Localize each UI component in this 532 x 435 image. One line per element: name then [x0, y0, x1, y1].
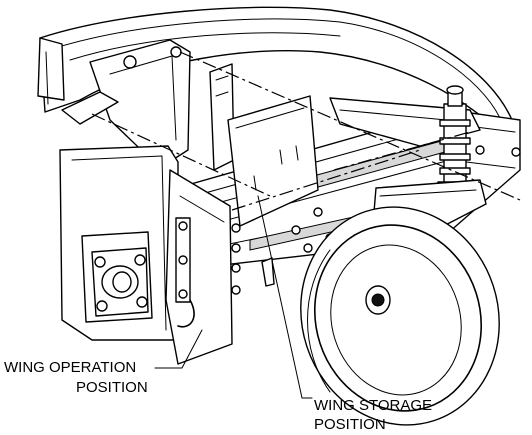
center-lines	[91, 51, 521, 211]
wing-storage-label-line1: WING STORAGE	[314, 397, 432, 414]
gearbox-flange	[91, 247, 149, 317]
wing-operation-label-line1: WING OPERATION	[4, 359, 136, 376]
deck-frame	[37, 6, 513, 169]
wing-operation-label-line2: POSITION	[76, 379, 148, 396]
leader-lines	[154, 195, 313, 399]
wing-storage-label-line2: POSITION	[314, 416, 386, 433]
wing-storage-plate	[227, 95, 319, 227]
threaded-spindle	[437, 85, 473, 193]
caster-wheel	[300, 206, 500, 426]
hinge-pins	[175, 217, 195, 328]
spring-hinge	[209, 63, 235, 171]
